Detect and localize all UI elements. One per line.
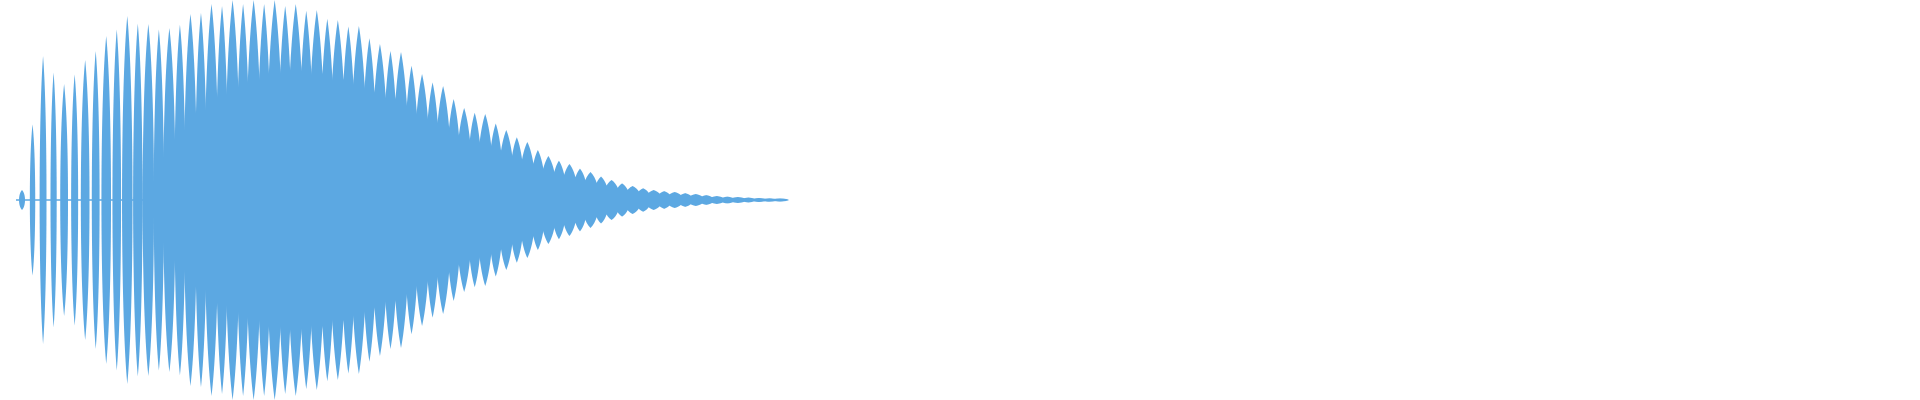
waveform-lobe (71, 74, 79, 326)
waveform-lobe (560, 164, 579, 236)
waveform-lobe (518, 142, 537, 258)
waveform-lobe (581, 172, 600, 228)
waveform-lobe (122, 16, 133, 384)
waveform-lobe (392, 52, 410, 348)
waveform-lobe (29, 124, 36, 276)
waveform-lobe (112, 29, 122, 371)
waveform-lobe (687, 194, 705, 206)
waveform-lobe (50, 72, 57, 328)
waveform-lobe (142, 24, 155, 376)
waveform-lobe (183, 14, 198, 386)
waveform-lobe (539, 156, 558, 244)
waveform-lobe (215, 5, 229, 395)
waveform-lobe (80, 60, 90, 340)
waveform-lobe (101, 36, 112, 364)
waveform-lobe (677, 193, 694, 207)
waveform-lobe (266, 0, 284, 400)
waveform-lobe (771, 198, 789, 202)
waveform-lobe (19, 190, 25, 210)
waveform-lobe (153, 29, 164, 371)
waveform-lobe (133, 23, 143, 377)
waveform-lobe (698, 195, 715, 205)
waveform-lobe (602, 180, 621, 220)
waveform-lobe (60, 84, 69, 316)
waveform-lobe (708, 196, 726, 204)
waveform-lobe (750, 198, 768, 202)
waveform-lobe (195, 12, 207, 388)
waveform-lobe (39, 56, 47, 344)
waveform-lobe (245, 0, 262, 400)
waveform-lobe (666, 192, 684, 208)
waveform-lobe (225, 0, 241, 400)
waveform-lobe (163, 28, 176, 372)
waveform-lobe (530, 150, 546, 250)
waveform-lobe (635, 188, 651, 212)
waveform-lobe (740, 197, 757, 203)
waveform-lobe (204, 4, 219, 396)
waveform-lobe (623, 186, 642, 214)
waveform-lobe (413, 74, 431, 326)
waveform-lobe (729, 197, 747, 203)
waveform-lobe (497, 130, 515, 270)
waveform-lobe (350, 26, 368, 374)
waveform-lobe (719, 196, 736, 204)
waveform-lobe (91, 51, 100, 349)
waveform-lobe (593, 176, 609, 224)
waveform-lobe (476, 114, 494, 286)
waveform-lobes (19, 0, 789, 400)
waveform-lobe (614, 183, 630, 217)
waveform-lobe (256, 4, 272, 396)
waveform-lobe (434, 86, 452, 314)
waveform-lobe (236, 4, 250, 396)
waveform-lobe (174, 24, 186, 376)
waveform-lobe (644, 190, 663, 210)
